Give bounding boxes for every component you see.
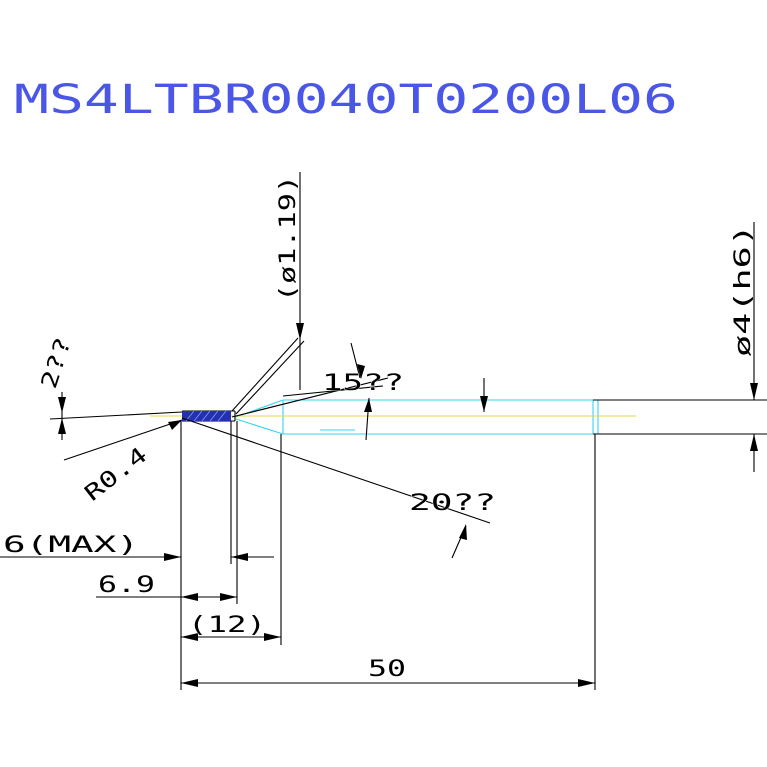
neck-length-label: 6.9: [98, 573, 155, 598]
overall-length-label: 50: [368, 657, 406, 682]
part-number-title: MS4LTBR0040T0200L06: [14, 77, 678, 123]
angle-top-label: 2??: [37, 335, 77, 392]
chamfer-angle-label: 15??: [322, 371, 404, 396]
neck-diameter-label: (ø1.19): [276, 175, 301, 302]
dimension-lines: [0, 222, 755, 684]
hidden-geometry: [235, 399, 599, 435]
corner-radius-label: R0.4: [80, 443, 152, 507]
arrowheads: [58, 323, 758, 687]
tool-outline: [182, 337, 767, 435]
reference-lines: [49, 377, 491, 524]
extension-lines: [180, 172, 596, 690]
relief-angle-label: 20??: [409, 491, 496, 516]
shank-diameter-label: ø4(h6): [731, 224, 756, 357]
effective-length-label: 6(MAX): [3, 533, 139, 558]
reference-length-label: (12): [188, 613, 266, 638]
